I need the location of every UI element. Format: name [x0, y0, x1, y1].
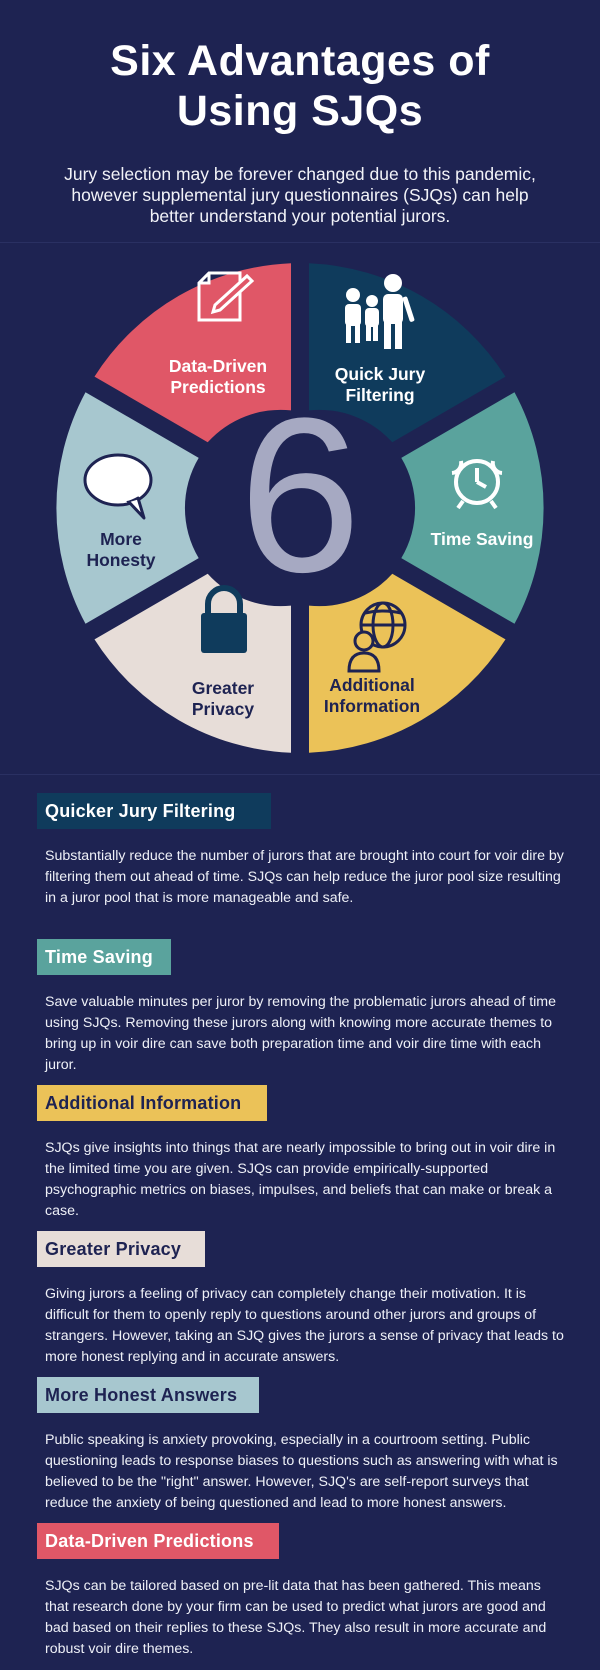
speech-bubble-icon — [83, 453, 153, 520]
segment-label-line: Additional — [329, 675, 415, 695]
page-subtitle: Jury selection may be forever changed du… — [64, 164, 536, 226]
segment-label-more-honesty: More Honesty — [46, 529, 196, 571]
section-title: Time Saving — [37, 939, 171, 975]
advantages-wheel: 6 Quick Jury Filtering Time Saving Addit… — [0, 243, 600, 773]
globe-person-icon — [347, 601, 407, 673]
segment-label-additional-information: Additional Information — [297, 675, 447, 717]
segment-label-line: Greater — [191, 678, 255, 698]
segment-more-honesty — [56, 392, 199, 624]
alarm-clock-icon — [451, 459, 503, 510]
document-pen-icon — [197, 271, 255, 322]
segment-time-saving — [401, 392, 544, 624]
segment-label-line: Information — [323, 696, 421, 716]
segment-label-line: Privacy — [191, 699, 255, 719]
segment-label-data-driven-predictions: Data-Driven Predictions — [143, 356, 293, 398]
section-text: SJQs can be tailored based on pre-lit da… — [45, 1578, 547, 1657]
section-title: Greater Privacy — [37, 1231, 205, 1267]
segment-label-time-saving: Time Saving — [402, 529, 562, 550]
segment-label-line: Predictions — [170, 377, 266, 397]
section-title: More Honest Answers — [37, 1377, 259, 1413]
segment-label-line: Filtering — [345, 385, 415, 405]
segment-label-line: Quick Jury — [334, 364, 426, 384]
section-text: Substantially reduce the number of juror… — [45, 848, 564, 906]
title-line-1: Six Advantages of — [110, 37, 490, 85]
header: Six Advantages of Using SJQs Jury select… — [0, 0, 600, 240]
center-number: 6 — [238, 372, 362, 618]
section-text: Save valuable minutes per juror by remov… — [45, 994, 557, 1073]
divider-top — [0, 242, 600, 243]
section-title: Quicker Jury Filtering — [37, 793, 271, 829]
segment-additional-information — [309, 573, 506, 753]
segment-label-line: Data-Driven — [168, 356, 268, 376]
section-text: SJQs give insights into things that are … — [45, 1140, 556, 1219]
people-icon — [345, 274, 415, 349]
segment-label-line: Time Saving — [430, 529, 534, 549]
page-title: Six Advantages of Using SJQs — [40, 36, 560, 136]
section-text: Giving jurors a feeling of privacy can c… — [45, 1286, 564, 1365]
lock-icon — [201, 585, 247, 653]
segment-label-quick-jury-filtering: Quick Jury Filtering — [305, 364, 455, 406]
title-line-2: Using SJQs — [176, 87, 424, 135]
segment-label-greater-privacy: Greater Privacy — [148, 678, 298, 720]
divider-bottom — [0, 774, 600, 775]
section-title: Data-Driven Predictions — [37, 1523, 279, 1559]
section-text: Public speaking is anxiety provoking, es… — [45, 1432, 558, 1511]
section-title: Additional Information — [37, 1085, 267, 1121]
segment-data-driven-predictions — [94, 263, 291, 443]
segment-label-line: More — [100, 529, 142, 549]
wheel-graphic — [56, 263, 544, 753]
segment-label-line: Honesty — [86, 550, 156, 570]
